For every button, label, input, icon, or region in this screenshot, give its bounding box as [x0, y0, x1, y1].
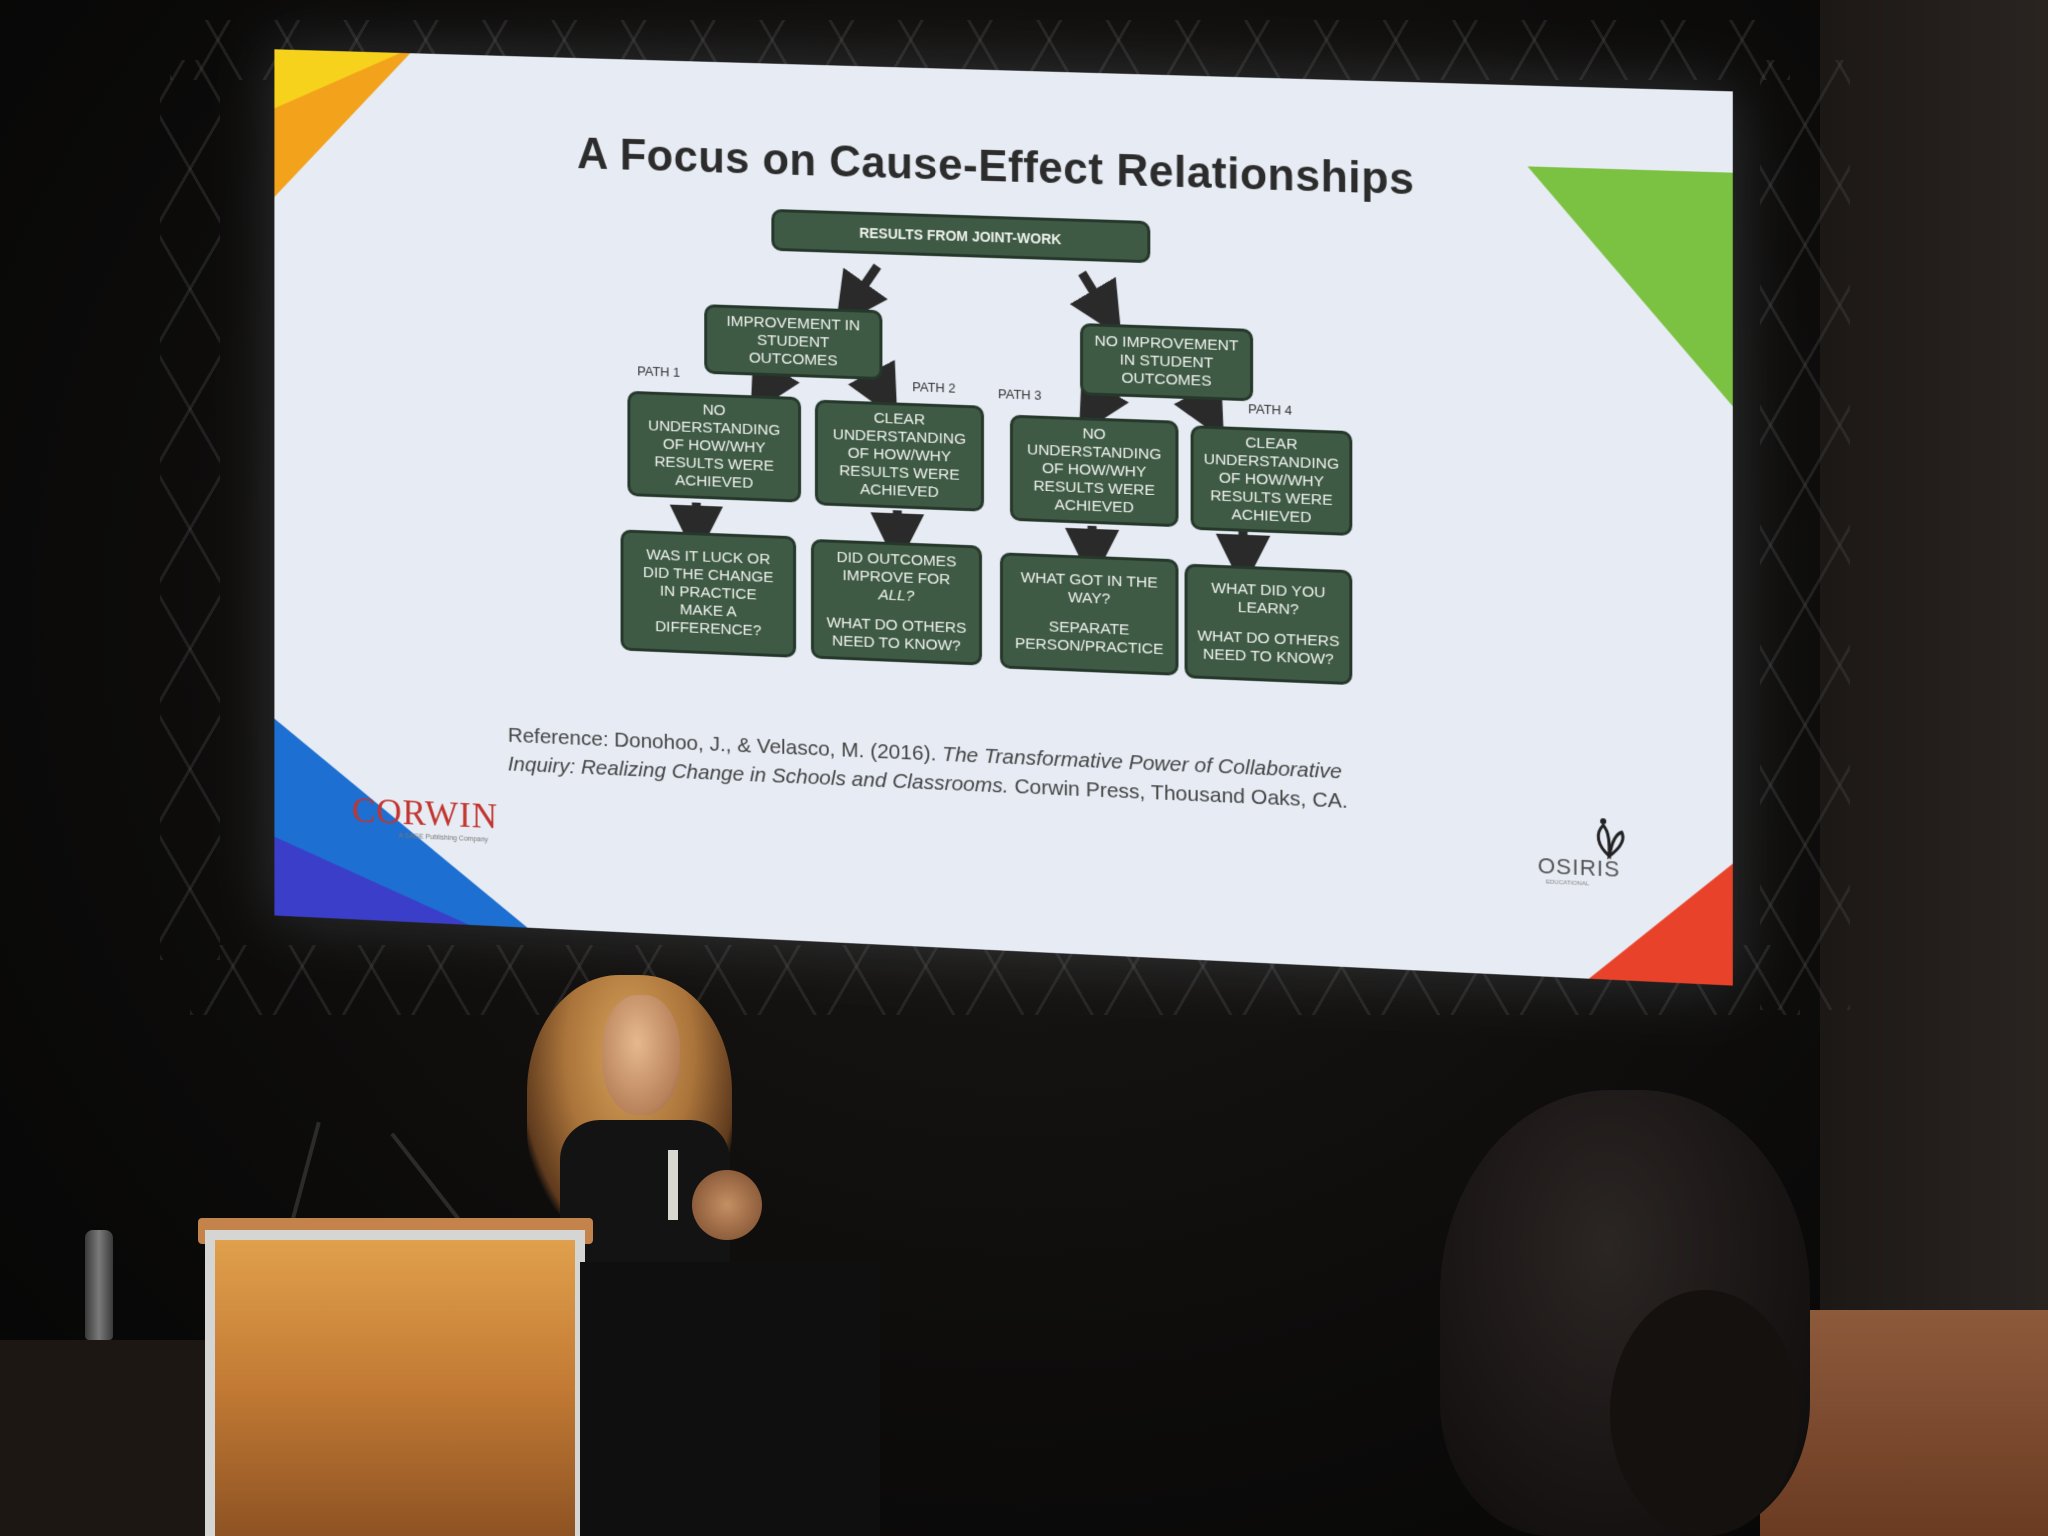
osiris-logo-tagline: EDUCATIONAL: [1545, 879, 1590, 888]
q2-line3: ALL?: [878, 586, 915, 605]
audience-member-hair-bun: [1610, 1290, 1800, 1536]
arrow-left-path1: [763, 374, 773, 392]
arrow-right-path3: [1092, 394, 1102, 412]
q1-line5: DIFFERENCE?: [655, 618, 762, 640]
path-4-label: PATH 4: [1248, 401, 1293, 418]
box-root: RESULTS FROM JOINT-WORK: [771, 208, 1151, 264]
q4-line1: WHAT DID YOU: [1211, 579, 1326, 602]
box-no-improvement: NO IMPROVEMENT IN STUDENT OUTCOMES: [1080, 323, 1254, 402]
box-path4-understanding: CLEAR UNDERSTANDING OF HOW/WHY RESULTS W…: [1190, 425, 1353, 536]
path4-line4: RESULTS WERE: [1210, 487, 1333, 509]
q1-line4: MAKE A: [679, 601, 737, 621]
path-1-label: PATH 1: [637, 363, 681, 380]
slide-title: A Focus on Cause-Effect Relationships: [577, 129, 1415, 205]
q3-line2: WAY?: [1067, 589, 1111, 608]
side-table: [0, 1340, 210, 1536]
speaker-face: [602, 995, 680, 1115]
corner-accent-bottom-left-dark: [274, 836, 469, 925]
slide-reference: Reference: Donohoo, J., & Velasco, M. (2…: [508, 721, 1507, 823]
water-bottle: [85, 1230, 113, 1340]
box-question-4: WHAT DID YOU LEARN? WHAT DO OTHERS NEED …: [1184, 563, 1353, 686]
path3-line4: RESULTS WERE: [1033, 477, 1155, 500]
box-path3-understanding: NO UNDERSTANDING OF HOW/WHY RESULTS WERE…: [1009, 414, 1179, 528]
path1-line4: RESULTS WERE: [654, 453, 774, 475]
osiris-logo: OSIRIS: [1537, 852, 1621, 882]
path1-line5: ACHIEVED: [675, 471, 754, 492]
arrow-left-path2: [874, 378, 884, 396]
box-improvement-line1: IMPROVEMENT IN: [726, 312, 861, 335]
path2-line1: CLEAR: [873, 409, 926, 429]
path-2-label: PATH 2: [912, 379, 956, 396]
q2-line2: IMPROVE FOR: [842, 567, 951, 589]
corwin-logo: CORWIN: [351, 790, 499, 837]
box-path1-understanding: NO UNDERSTANDING OF HOW/WHY RESULTS WERE…: [627, 390, 802, 503]
q1-line3: IN PRACTICE: [659, 582, 757, 604]
wooden-podium: [205, 1230, 585, 1536]
path-3-label: PATH 3: [997, 386, 1042, 403]
arrow-root-right: [1082, 273, 1107, 314]
corner-accent-top-left-yellow: [274, 49, 401, 113]
box-improvement-line3: OUTCOMES: [748, 349, 838, 370]
box-question-1: WAS IT LUCK OR DID THE CHANGE IN PRACTIC…: [620, 529, 797, 658]
box-no-improvement-line3: OUTCOMES: [1121, 369, 1212, 390]
path1-line1: NO: [702, 401, 726, 420]
box-path2-understanding: CLEAR UNDERSTANDING OF HOW/WHY RESULTS W…: [814, 399, 985, 512]
lectern-stand: [580, 1262, 880, 1536]
arrow-right-path4: [1201, 397, 1211, 415]
box-question-3: WHAT GOT IN THE WAY? SEPARATE PERSON/PRA…: [999, 552, 1179, 676]
path3-line5: ACHIEVED: [1054, 496, 1134, 517]
back-wall: [1820, 0, 2048, 1310]
box-improvement: IMPROVEMENT IN STUDENT OUTCOMES: [704, 304, 883, 381]
path3-line1: NO: [1082, 425, 1106, 444]
q3-line5: PERSON/PRACTICE: [1014, 634, 1164, 659]
projection-screen: A Focus on Cause-Effect Relationships: [274, 49, 1732, 985]
path4-line1: CLEAR: [1245, 434, 1298, 454]
speaker-hands: [692, 1170, 762, 1240]
box-root-text: RESULTS FROM JOINT-WORK: [859, 224, 1062, 248]
stage-truss-right: [1760, 60, 1850, 1010]
speaker-lanyard: [668, 1150, 678, 1220]
path2-line5: ACHIEVED: [859, 480, 939, 501]
stage-truss-left: [160, 60, 220, 960]
path4-line5: ACHIEVED: [1231, 506, 1312, 527]
arrow-root-left: [851, 265, 878, 306]
butterfly-icon: [1587, 818, 1632, 861]
path2-line4: RESULTS WERE: [839, 462, 960, 484]
q4-line2: LEARN?: [1237, 598, 1299, 619]
box-question-2: DID OUTCOMES IMPROVE FOR ALL? WHAT DO OT…: [810, 538, 983, 666]
